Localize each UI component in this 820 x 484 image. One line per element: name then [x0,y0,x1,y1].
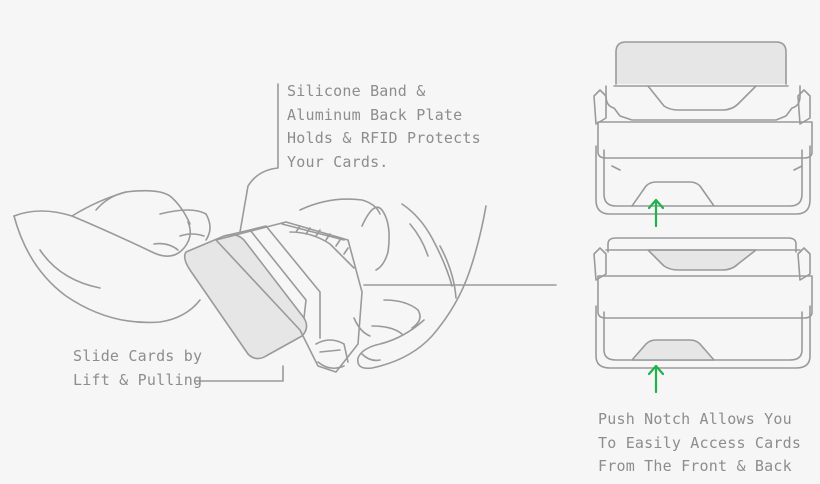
label-notch-line: From The Front & Back [598,457,792,475]
label-band-line: Silicone Band & [287,82,426,100]
label-band-line: Your Cards. [287,152,389,171]
label-slide: Slide Cards by Lift & Pulling [73,345,202,392]
wallet-bottom-view [593,237,813,369]
arrow-up-icon [647,198,665,228]
card [183,233,308,360]
left-hand [13,189,211,324]
wallet [215,221,363,373]
label-notch: Push Notch Allows You To Easily Access C… [598,408,801,479]
wallet-top-view [593,41,813,215]
label-notch-line: To Easily Access Cards [598,433,802,452]
label-slide-line: Slide Cards by [73,347,203,365]
label-band: Silicone Band & Aluminum Back Plate Hold… [287,80,481,174]
right-hand [299,198,487,370]
label-slide-line: Lift & Pulling [73,370,203,389]
label-band-line: Aluminum Back Plate [287,105,463,124]
label-notch-line: Push Notch Allows You [598,410,792,428]
callout-leader-slide [195,365,284,382]
callout-leader-band [239,83,279,233]
label-band-line: Holds & RFID Protects [287,129,481,147]
arrow-up-icon [647,364,665,394]
